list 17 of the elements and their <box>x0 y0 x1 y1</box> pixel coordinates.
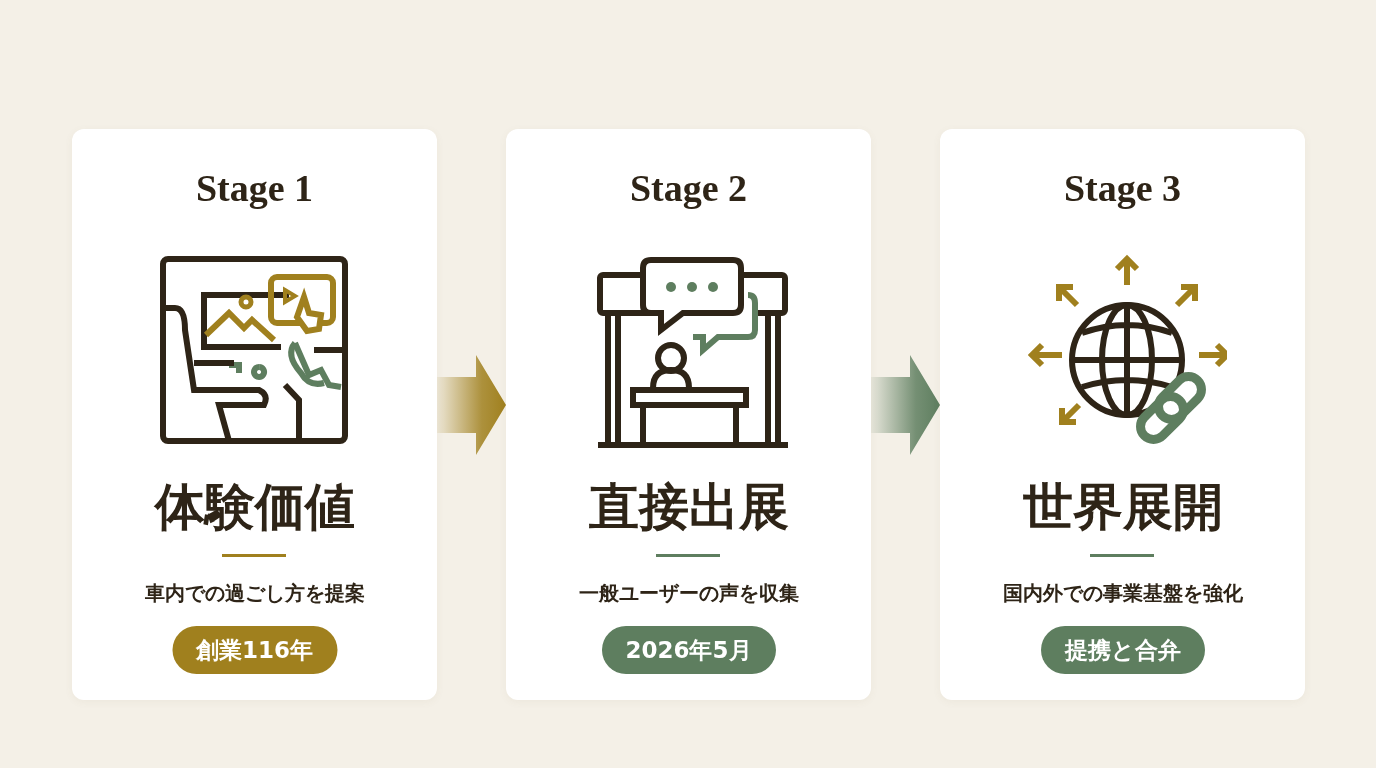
stage-card <box>72 129 437 700</box>
stage-card <box>506 129 871 700</box>
stage-description: 国内外での事業基盤を強化 <box>1002 580 1243 607</box>
stage-title: Stage 2 <box>629 166 748 210</box>
arrow <box>437 355 506 455</box>
stage-title: Stage 1 <box>195 166 314 210</box>
date-badge: 創業116年 <box>172 626 337 674</box>
stage-heading: 体験価値 <box>154 476 355 538</box>
stage-description: 一般ユーザーの声を収集 <box>578 580 799 607</box>
date-badge: 提携と合弁 <box>1040 626 1205 674</box>
arrow <box>871 355 940 455</box>
stage-heading: 世界展開 <box>1022 476 1223 538</box>
stage-description: 車内での過ごし方を提案 <box>144 580 365 607</box>
stage-heading: 直接出展 <box>588 476 789 538</box>
stage-card <box>940 129 1305 700</box>
stage-title: Stage 3 <box>1063 166 1182 210</box>
date-badge: 2026年5月 <box>601 626 776 674</box>
